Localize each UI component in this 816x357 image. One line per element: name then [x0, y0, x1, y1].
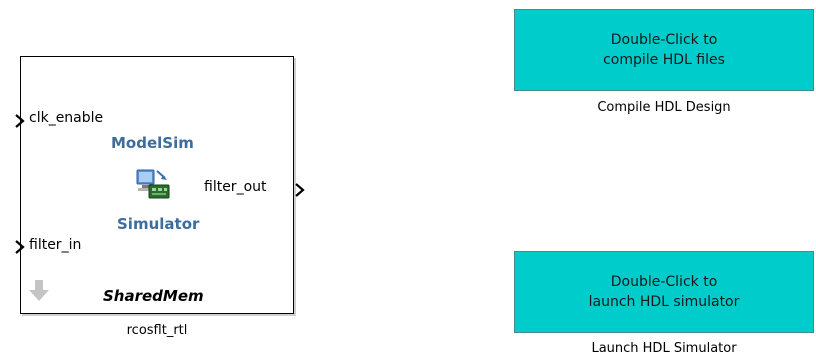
port-label-filter-out: filter_out [204, 179, 267, 195]
port-label-filter-in: filter_in [29, 237, 82, 253]
brand-name-top: ModelSim [111, 134, 194, 152]
computer-network-icon [135, 167, 171, 201]
block-caption: rcosflt_rtl [126, 323, 188, 338]
compile-button-line2: compile HDL files [603, 52, 725, 68]
launch-button-line2: launch HDL simulator [588, 294, 740, 310]
mode-label: SharedMem [103, 287, 204, 305]
input-port-arrow-icon[interactable] [15, 114, 25, 128]
port-label-clk-enable: clk_enable [29, 110, 104, 126]
down-arrow-icon [28, 279, 50, 303]
compile-block-caption: Compile HDL Design [597, 100, 731, 115]
compile-button-line1: Double-Click to [610, 32, 718, 48]
cosim-block[interactable]: clk_enable ModelSim filter_out Simulator… [15, 56, 305, 314]
launch-button-line1: Double-Click to [610, 274, 718, 290]
launch-block-caption: Launch HDL Simulator [591, 341, 737, 356]
brand-name-bottom: Simulator [117, 215, 200, 233]
launch-hdl-button[interactable]: Double-Click to launch HDL simulator [514, 251, 814, 333]
output-port-arrow-icon[interactable] [295, 183, 305, 197]
compile-hdl-button[interactable]: Double-Click to compile HDL files [514, 9, 814, 91]
input-port-arrow-icon[interactable] [15, 240, 25, 254]
